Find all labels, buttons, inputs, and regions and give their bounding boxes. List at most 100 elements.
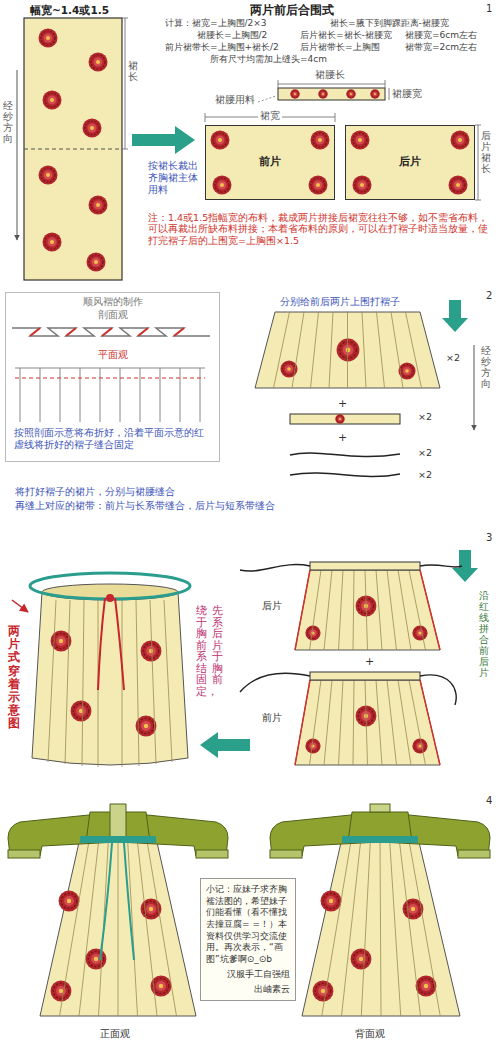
formula: 后片裙带长=上胸围 xyxy=(300,42,380,53)
illustration-part xyxy=(98,598,124,690)
view-label: 背面观 xyxy=(355,1028,385,1040)
grain-direction: 经纱方向 xyxy=(481,345,491,389)
illustration-part xyxy=(295,570,440,650)
dimension-label: 裙腰长 xyxy=(315,69,345,80)
pleat-plan xyxy=(15,368,205,422)
note-text: 注：1.4或1.5指幅宽的布料，裁成两片拼接后裙宽往往不够，如不需省布料，可以再… xyxy=(148,212,490,246)
illustration-part xyxy=(290,414,400,424)
fabric-width: 幅宽~1.4或1.5 xyxy=(30,4,109,17)
view-label: 剖面观 xyxy=(6,309,219,321)
part-label: 后片 xyxy=(262,600,282,612)
illustration-part xyxy=(458,850,490,858)
illustration-part xyxy=(89,53,108,72)
title: 两片前后合围式 xyxy=(250,3,334,17)
instruction-text: 按照剖面示意将布折好，沿着平面示意的红虚线将折好的褶子缝合固定 xyxy=(14,427,213,452)
illustration-part xyxy=(43,233,62,252)
illustration-part xyxy=(322,838,441,1016)
illustration-part xyxy=(351,949,372,970)
illustration-part xyxy=(342,836,418,843)
illustration-part xyxy=(87,253,106,272)
note-box: 小记：应妹子求齐胸襦法图的，希望妹子们能看懂（看不懂找去撞豆腐= =！）本资料仅… xyxy=(200,878,296,1001)
illustration-part xyxy=(100,843,134,960)
illustration-part xyxy=(403,899,424,920)
back-skirt xyxy=(240,562,462,650)
illustration-part xyxy=(8,850,40,858)
tie xyxy=(290,473,400,477)
illustration-part xyxy=(39,166,58,185)
plus-sign: + xyxy=(365,655,374,668)
view-label: 平面观 xyxy=(6,349,219,361)
instruction-text: 按裙长裁出齐胸裙主体用料 xyxy=(148,160,200,196)
illustration-part xyxy=(51,981,72,1002)
back-view-figure xyxy=(270,804,490,1016)
dimension-label: 裙长 xyxy=(128,60,138,82)
illustration-part xyxy=(240,565,462,571)
illustration-part xyxy=(270,850,302,858)
illustration-part xyxy=(43,91,62,110)
illustration-part xyxy=(48,600,172,767)
illustration-part xyxy=(309,176,328,195)
illustration-part xyxy=(240,673,456,705)
illustration-part xyxy=(295,570,440,650)
illustration-part xyxy=(351,131,370,150)
plus-sign: + xyxy=(338,431,347,444)
front-view-figure xyxy=(8,804,228,1016)
plus-sign: + xyxy=(338,397,347,410)
step-number: 3 xyxy=(486,532,492,544)
illustration-part xyxy=(274,312,422,388)
illustration-part xyxy=(106,594,114,602)
illustration-part xyxy=(205,125,335,200)
note-text: 小记：应妹子求齐胸襦法图的，希望妹子们能看懂（看不懂找去撞豆腐= =！）本资料仅… xyxy=(206,884,290,966)
back-piece-fabric xyxy=(345,125,475,200)
formula: 前片裙带长=上胸围+裙长/2 xyxy=(165,42,279,53)
front-skirt xyxy=(240,672,456,765)
illustration-part xyxy=(255,312,440,388)
instruction-text: 绕于胸前系结固定， xyxy=(196,605,207,697)
grain-direction: 经纱方向 xyxy=(3,100,13,144)
instruction-panel: 顺风褶的制作剖面观平面观按照剖面示意将布折好，沿着平面示意的红虚线将折好的褶子缝… xyxy=(5,292,220,462)
formula: 裙腰宽=6cm左右 xyxy=(405,30,477,41)
illustration-part xyxy=(449,176,468,195)
formula: 裙长=腋下到脚踝距离-裙腰宽 xyxy=(330,18,449,29)
illustration-part xyxy=(370,804,390,812)
worn-skirt xyxy=(12,573,190,767)
illustration-part xyxy=(412,738,427,753)
illustration-part xyxy=(196,850,228,858)
illustration-part xyxy=(310,680,426,765)
illustration-part xyxy=(24,18,122,280)
pleat-fold xyxy=(30,328,184,336)
dimension-line xyxy=(205,113,481,200)
instruction-text: 再缝上对应的裙带：前片与长系带缝合，后片与短系带缝合 xyxy=(15,500,275,511)
illustration-part xyxy=(346,89,356,99)
grain-arrow xyxy=(17,70,18,240)
illustration-part xyxy=(295,680,440,765)
illustration-part xyxy=(24,149,122,150)
flow-arrow xyxy=(452,550,478,582)
illustration-part xyxy=(59,891,80,912)
illustration-part xyxy=(80,836,156,843)
illustration-part xyxy=(89,196,108,215)
illustration-part xyxy=(71,701,92,722)
front-piece-fabric xyxy=(205,125,335,200)
dimension-label: 裙腰宽 xyxy=(392,88,422,99)
illustration-part xyxy=(302,838,460,1016)
step-number: 1 xyxy=(486,3,492,15)
quantity: ×2 xyxy=(418,447,432,458)
view-label: 正面观 xyxy=(100,1028,130,1040)
illustration-part xyxy=(39,29,58,48)
illustration-part xyxy=(318,89,328,99)
illustration-part xyxy=(370,89,380,99)
leader-line xyxy=(258,96,276,102)
instruction-text: 分别给前后两片上围打褶子 xyxy=(280,296,400,308)
part-label: 前片 xyxy=(262,712,282,724)
illustration-part xyxy=(60,838,177,1016)
illustration-part xyxy=(321,891,342,912)
formula: 裙腰长=上胸围/2 xyxy=(197,30,267,41)
dimension-line xyxy=(121,18,128,149)
part-label: 裙腰用料 xyxy=(215,94,255,105)
dimension-label: 裙宽 xyxy=(258,110,282,121)
instruction-text: 先系后片于胸前 xyxy=(212,605,223,686)
illustration-part xyxy=(451,131,470,150)
illustration-part xyxy=(278,88,385,100)
illustration-part xyxy=(83,119,102,138)
